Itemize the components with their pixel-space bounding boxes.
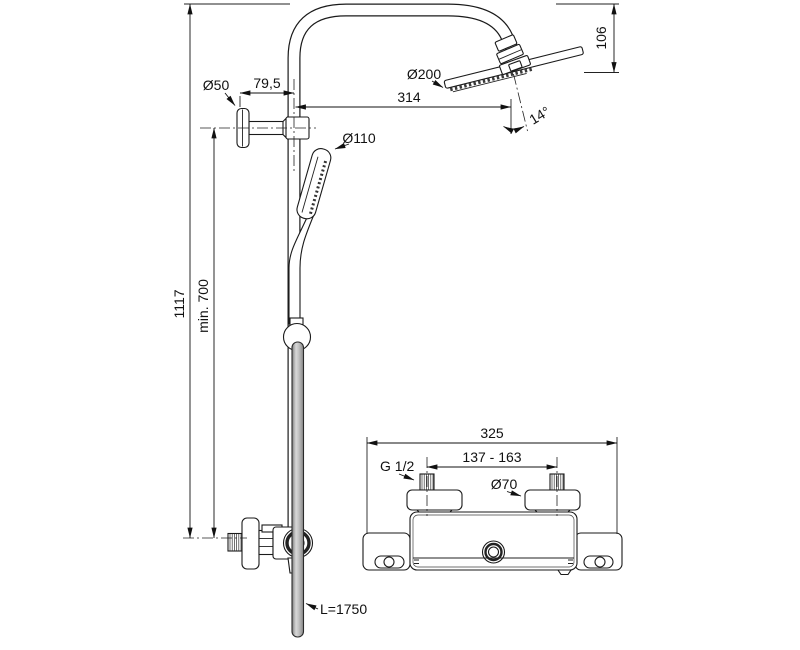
dimensions: 1117 min. 700 79,5 Ø50 314 Ø200 14° 106 …: [171, 3, 619, 617]
dim-label-min-height: min. 700: [195, 279, 211, 333]
dim-label-hose-length: L=1750: [320, 601, 367, 617]
leader-escutcheon-diameter: [506, 490, 522, 497]
left-thread-hatch: [421, 474, 434, 490]
dim-label-overall-height: 1117: [171, 289, 187, 318]
riser-and-arm: [287, 3, 519, 532]
dim-arc-head-angle: [503, 126, 525, 134]
leader-flange-diameter: [224, 92, 236, 106]
dim-label-reach: 314: [397, 89, 421, 105]
dim-label-mixer-width: 325: [480, 425, 504, 441]
body-center-cap: [481, 540, 506, 564]
dim-label-flange-diameter: Ø50: [203, 77, 230, 93]
dim-label-wall-offset: 79,5: [253, 75, 280, 91]
left-escutcheon: [406, 489, 463, 511]
dim-label-connection-spacing: 137 - 163: [462, 449, 521, 465]
leader-head-diameter: [431, 79, 444, 88]
valve-escutcheon-side: [241, 517, 260, 570]
hex-nut: [258, 529, 274, 556]
hand-shower-spray-face: [308, 160, 328, 215]
leader-hose-length: [305, 603, 319, 611]
right-escutcheon: [524, 489, 581, 511]
right-thread-hatch: [551, 474, 564, 490]
shower-column-view: [227, 3, 584, 638]
leader-thread: [398, 473, 415, 481]
head-axis-centerline: [513, 73, 528, 132]
dim-label-head-diameter: Ø200: [407, 66, 441, 82]
dim-label-escutcheon-diameter: Ø70: [491, 476, 518, 492]
dim-label-thread: G 1/2: [380, 458, 414, 474]
thread-hatch: [229, 534, 242, 551]
dim-label-hand-shower-diameter: Ø110: [342, 130, 375, 146]
body-markings: [414, 559, 573, 564]
dim-label-head-drop: 106: [593, 26, 609, 50]
dim-label-head-angle: 14°: [526, 103, 552, 128]
shower-hose: [291, 341, 305, 638]
leader-hand-shower-diameter: [334, 143, 350, 150]
mixer-right-handle: [574, 532, 623, 571]
head-swivel-connector: [494, 34, 531, 75]
